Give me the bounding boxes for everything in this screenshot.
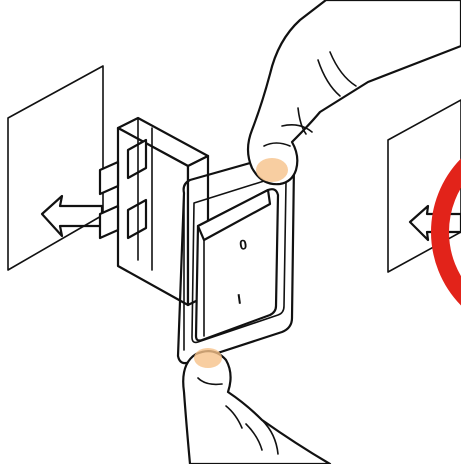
top-hand (248, 0, 461, 184)
left-panel (8, 66, 103, 270)
switch-housing (100, 118, 208, 305)
left-push-arrow-icon (42, 196, 102, 236)
bottom-hand (183, 348, 330, 464)
